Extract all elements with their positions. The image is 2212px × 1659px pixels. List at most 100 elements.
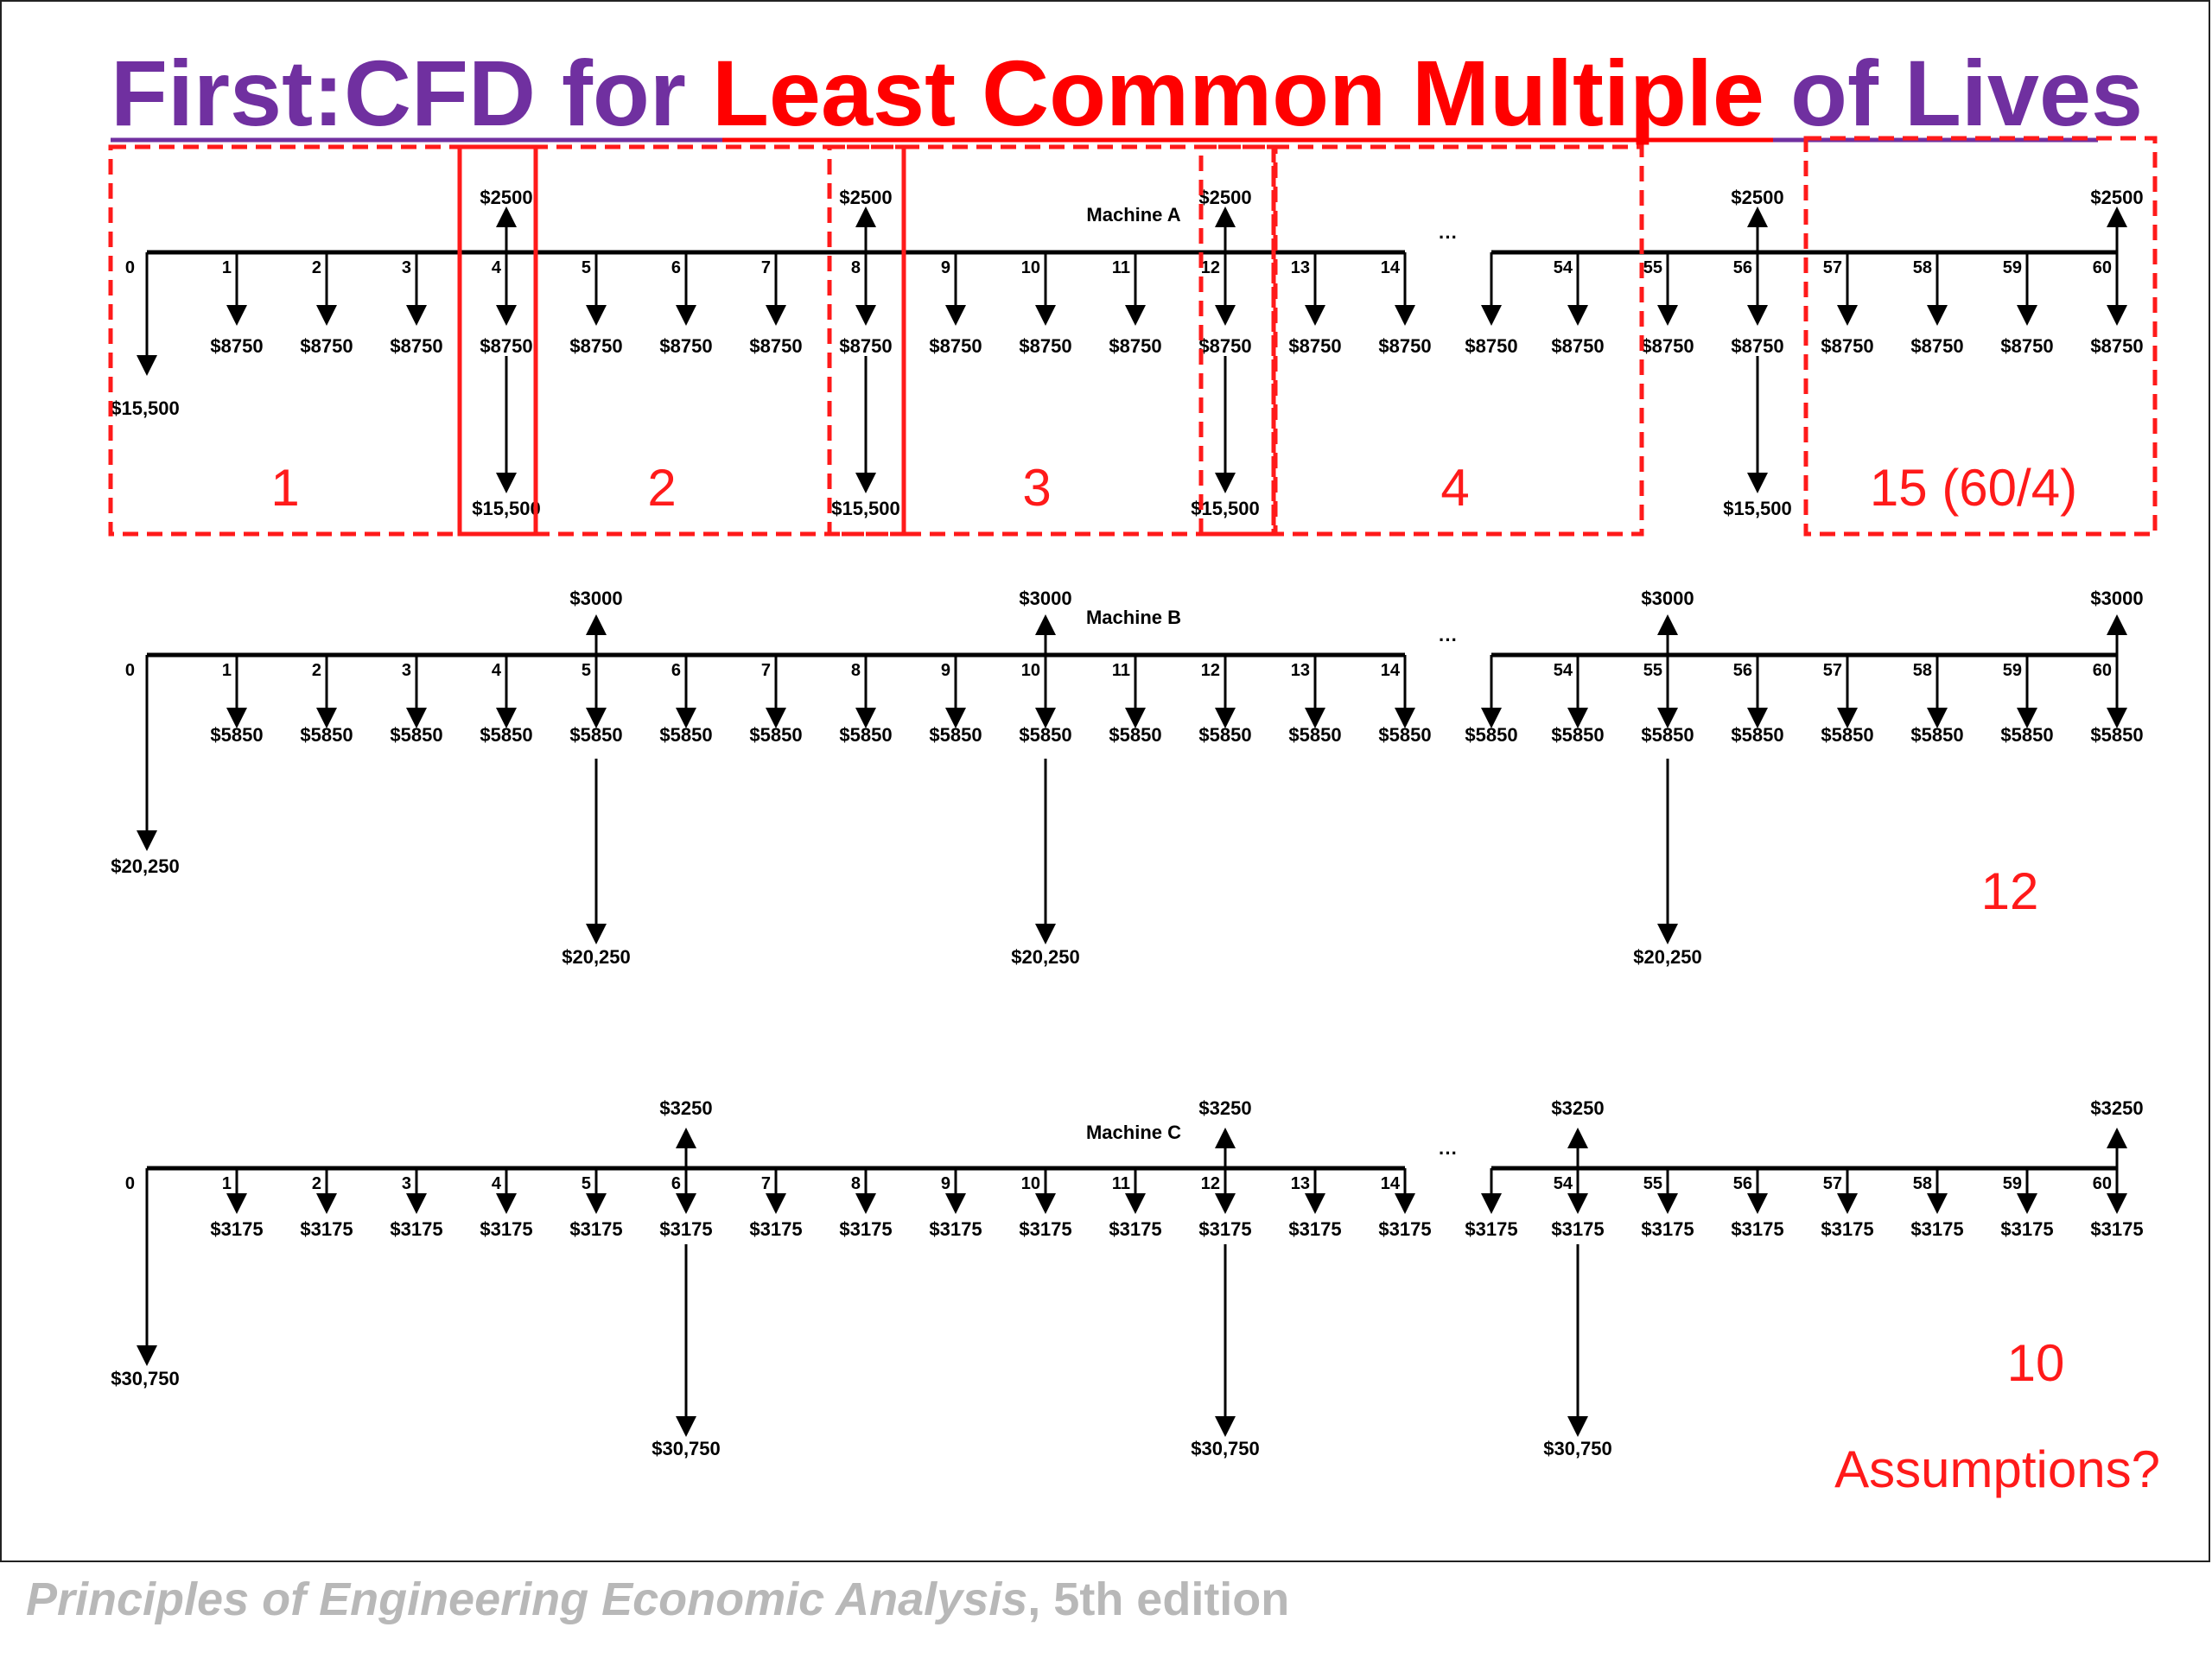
- annual-cost-label: $3175: [1731, 1218, 1783, 1240]
- annual-cost-label: $3175: [749, 1218, 802, 1240]
- annual-cost-label: $3175: [2000, 1218, 2053, 1240]
- replacement-cost-label: $30,750: [1543, 1438, 1612, 1459]
- period-label: 1: [222, 258, 232, 277]
- annual-cost-label: $8750: [1641, 335, 1694, 357]
- period-label: 5: [582, 661, 591, 680]
- period-label: 54: [1554, 258, 1573, 277]
- annual-cost-label: $3175: [1551, 1218, 1604, 1240]
- life-cycle-box-15: [1803, 136, 2158, 537]
- annual-cost-label: $5850: [569, 724, 622, 746]
- annual-cost-label: $3175: [1641, 1218, 1694, 1240]
- annual-cost-label: $8750: [390, 335, 442, 357]
- annual-cost-label: $5850: [1821, 724, 1873, 746]
- salvage-label: $3000: [1641, 588, 1694, 609]
- period-label: 4: [492, 1174, 502, 1193]
- period-label: 59: [2003, 258, 2022, 277]
- period-label: 55: [1643, 1174, 1662, 1193]
- annual-cost-label: $8750: [2000, 335, 2053, 357]
- period-label: 13: [1291, 258, 1310, 277]
- life-cycle-box-1-outer: [108, 144, 538, 537]
- period-label: 1: [222, 661, 232, 680]
- annual-cost-label: $3175: [300, 1218, 353, 1240]
- period-label: 5: [582, 1174, 591, 1193]
- period-label: 59: [2003, 661, 2022, 680]
- annual-cost-label: $8750: [480, 335, 532, 357]
- annual-cost-label: $8750: [1551, 335, 1604, 357]
- period-label: 13: [1291, 661, 1310, 680]
- annual-cost-label: $8750: [210, 335, 263, 357]
- machine-name: Machine A: [1086, 204, 1180, 226]
- annual-cost-label: $3175: [2090, 1218, 2143, 1240]
- period-label: 10: [1021, 258, 1040, 277]
- annual-cost-label: $3175: [1288, 1218, 1341, 1240]
- title-part-purple-end: of Lives: [1764, 41, 2143, 145]
- title-part-red: Least Common Multiple: [712, 41, 1764, 145]
- annual-cost-label: $8750: [300, 335, 353, 357]
- annual-cost-label: $8750: [1109, 335, 1161, 357]
- machine-name: Machine B: [1086, 607, 1181, 628]
- replacement-cost-label: $15,500: [831, 498, 900, 519]
- cycle-count-label: 12: [1981, 862, 2039, 920]
- period-label: 14: [1381, 661, 1401, 680]
- annual-cost-label: $8750: [2090, 335, 2143, 357]
- initial-cost-label: $30,750: [111, 1368, 180, 1389]
- period-label: 8: [851, 1174, 861, 1193]
- annual-cost-label: $3175: [1378, 1218, 1431, 1240]
- annual-cost-label: $8750: [839, 335, 892, 357]
- period-label: 58: [1913, 1174, 1932, 1193]
- annual-cost-label: $3175: [1019, 1218, 1071, 1240]
- annual-cost-label: $3175: [210, 1218, 263, 1240]
- period-label: 60: [2093, 661, 2112, 680]
- period-label: 7: [761, 661, 771, 680]
- annual-cost-label: $3175: [1910, 1218, 1963, 1240]
- annual-cost-label: $5850: [1641, 724, 1694, 746]
- salvage-label: $2500: [839, 187, 892, 208]
- period-label: 57: [1823, 1174, 1842, 1193]
- annual-cost-label: $5850: [1019, 724, 1071, 746]
- period-label: 58: [1913, 661, 1932, 680]
- annual-cost-label: $5850: [659, 724, 712, 746]
- period-label: 56: [1733, 661, 1752, 680]
- annual-cost-label: $3175: [1821, 1218, 1873, 1240]
- period-label: 4: [492, 258, 502, 277]
- period-label: 6: [671, 661, 681, 680]
- period-label: 60: [2093, 258, 2112, 277]
- period-label: 0: [125, 661, 135, 680]
- period-label: 59: [2003, 1174, 2022, 1193]
- life-cycle-box-4: [1271, 144, 1644, 537]
- period-label: 58: [1913, 258, 1932, 277]
- annual-cost-label: $8750: [659, 335, 712, 357]
- period-label: 4: [492, 661, 502, 680]
- life-cycle-label: 4: [1440, 459, 1469, 517]
- annual-cost-label: $3175: [659, 1218, 712, 1240]
- annual-cost-label: $8750: [749, 335, 802, 357]
- annual-cost-label: $8750: [1198, 335, 1251, 357]
- life-cycle-label: 15 (60/4): [1870, 459, 2077, 517]
- replacement-cost-label: $30,750: [1191, 1438, 1260, 1459]
- footer-citation: Principles of Engineering Economic Analy…: [26, 1573, 1289, 1626]
- annual-cost-label: $5850: [480, 724, 532, 746]
- axis-break-ellipsis: ···: [1439, 226, 1458, 248]
- period-label: 1: [222, 1174, 232, 1193]
- salvage-label: $3000: [2090, 588, 2143, 609]
- annual-cost-label: $5850: [210, 724, 263, 746]
- period-label: 57: [1823, 661, 1842, 680]
- period-label: 0: [125, 258, 135, 277]
- annual-cost-label: $5850: [2000, 724, 2053, 746]
- footer-book-title: Principles of Engineering Economic Analy…: [26, 1573, 1028, 1625]
- period-label: 11: [1112, 661, 1130, 680]
- period-label: 3: [402, 661, 411, 680]
- period-label: 10: [1021, 1174, 1040, 1193]
- period-label: 56: [1733, 258, 1752, 277]
- period-label: 5: [582, 258, 591, 277]
- period-label: 11: [1112, 1174, 1130, 1193]
- footer-edition: , 5th edition: [1027, 1573, 1290, 1625]
- period-label: 12: [1201, 661, 1220, 680]
- period-label: 12: [1201, 258, 1220, 277]
- initial-cost-label: $15,500: [111, 397, 180, 419]
- annual-cost-label: $8750: [1378, 335, 1431, 357]
